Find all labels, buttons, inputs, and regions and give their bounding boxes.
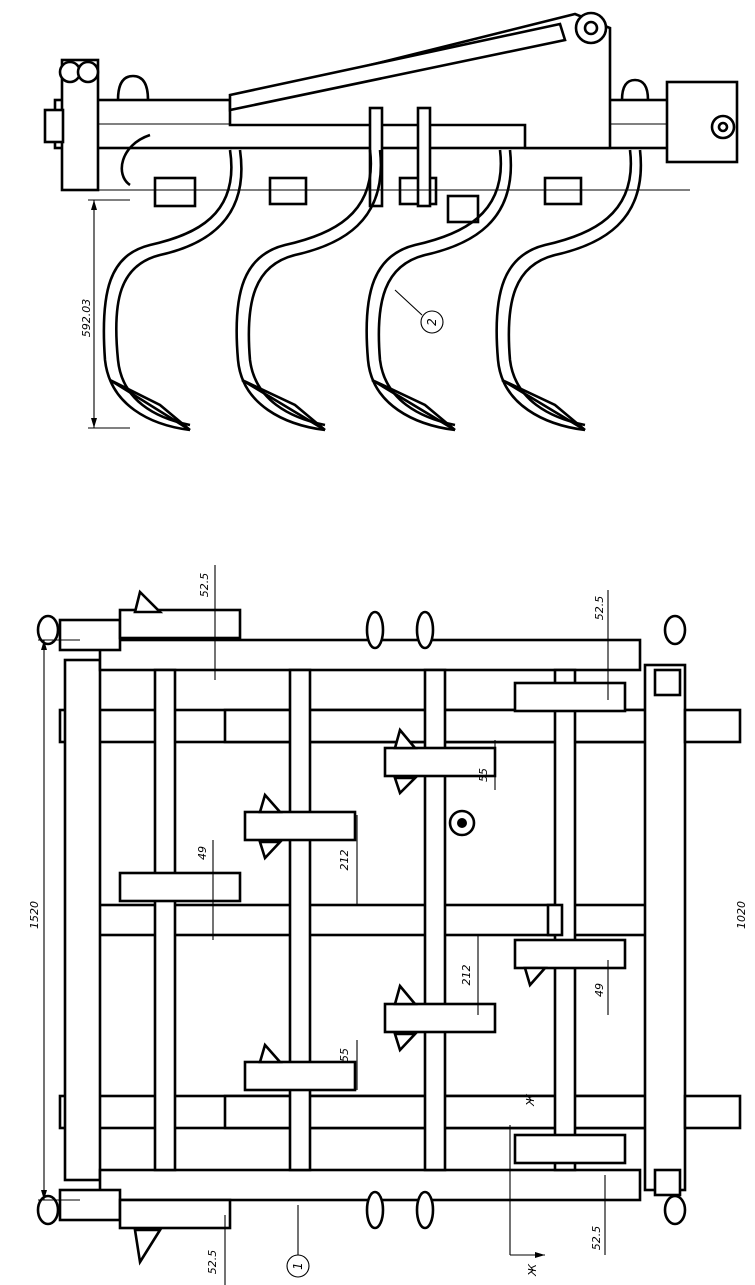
part-callout-circle — [420, 310, 444, 334]
edge-offset-dimension: 52.5 — [593, 596, 606, 621]
shank — [118, 871, 242, 903]
s-tine — [365, 149, 503, 432]
shank — [513, 681, 627, 713]
spacing-dimension-212: 212 — [460, 965, 473, 986]
overall-width-dimension: 1520 — [28, 901, 41, 929]
spacing-dimension-55: 55 — [477, 768, 490, 782]
shank — [243, 1060, 357, 1092]
shank — [383, 746, 497, 778]
shank — [383, 1002, 497, 1034]
spacing-dimension-55: 55 — [338, 1048, 351, 1062]
frame-side — [63, 658, 102, 1182]
shank — [513, 938, 627, 970]
shank — [513, 1133, 627, 1165]
part-callout-circle — [286, 1254, 310, 1278]
part-callout-1: 1 — [291, 1262, 305, 1270]
s-tine — [102, 149, 233, 432]
edge-offset-dimension: 52.5 — [206, 1250, 219, 1275]
rear-hitch-block — [665, 80, 739, 164]
top-view: 1520 1020 52.5 52.5 52.5 52.5 49 49 55 5… — [28, 565, 748, 1285]
part-callout-2: 2 — [425, 318, 439, 326]
frame-side — [643, 663, 687, 1192]
wheel-track-dimension: 1020 — [735, 901, 748, 929]
shank — [118, 1198, 232, 1230]
spacing-dimension-212: 212 — [338, 850, 351, 871]
axle-stub — [683, 1094, 742, 1130]
edge-offset-dimension: 52.5 — [198, 573, 211, 598]
shank — [243, 810, 357, 842]
height-dimension: 592.03 — [80, 299, 93, 338]
section-marker: Ж — [524, 1093, 537, 1107]
s-tine — [495, 149, 633, 432]
edge-offset-dimension: 52.5 — [590, 1226, 603, 1251]
spacing-dimension-49: 49 — [593, 983, 606, 997]
axle-stub — [683, 708, 742, 744]
side-view: 592.03 2 — [43, 11, 739, 432]
spacing-dimension-49: 49 — [196, 846, 209, 860]
shank — [118, 608, 242, 640]
section-marker: Ж — [526, 1263, 539, 1277]
s-tine — [235, 149, 373, 432]
